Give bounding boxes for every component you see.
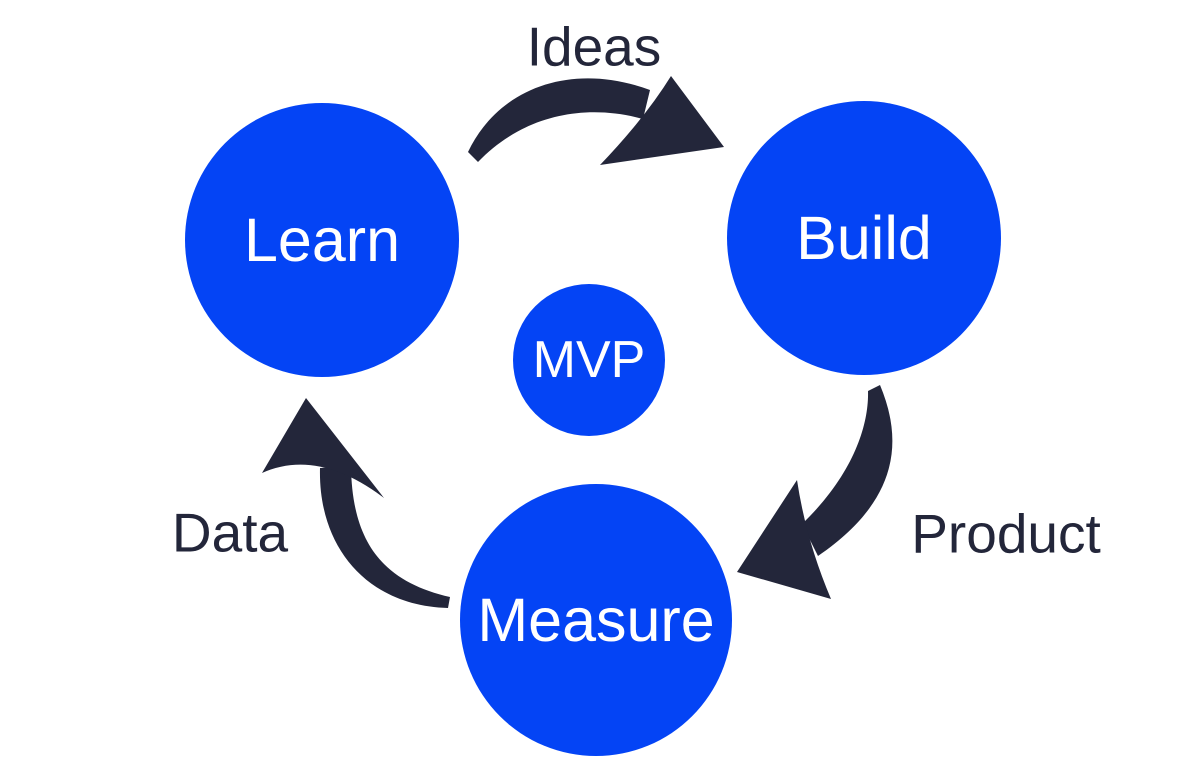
ideas-arrow-body (468, 78, 650, 162)
data-arrow-body (319, 466, 450, 608)
edge-label-ideas: Ideas (526, 15, 662, 78)
node-measure: Measure (460, 484, 732, 756)
ideas-arrow-head (600, 76, 724, 165)
ideas-arrow (468, 76, 724, 165)
product-arrow (737, 385, 893, 599)
node-mvp: MVP (513, 284, 665, 436)
edge-label-product: Product (911, 502, 1101, 565)
node-measure-label: Measure (477, 585, 715, 654)
node-build: Build (727, 101, 1001, 375)
edge-label-data: Data (171, 501, 289, 564)
node-learn-label: Learn (243, 205, 400, 274)
node-mvp-label: MVP (532, 331, 646, 389)
node-learn: Learn (185, 103, 459, 377)
data-arrow (262, 398, 450, 608)
data-arrow-head (262, 398, 384, 498)
node-build-label: Build (796, 203, 932, 272)
product-arrow-body (802, 385, 893, 556)
product-arrow-head (737, 480, 831, 599)
